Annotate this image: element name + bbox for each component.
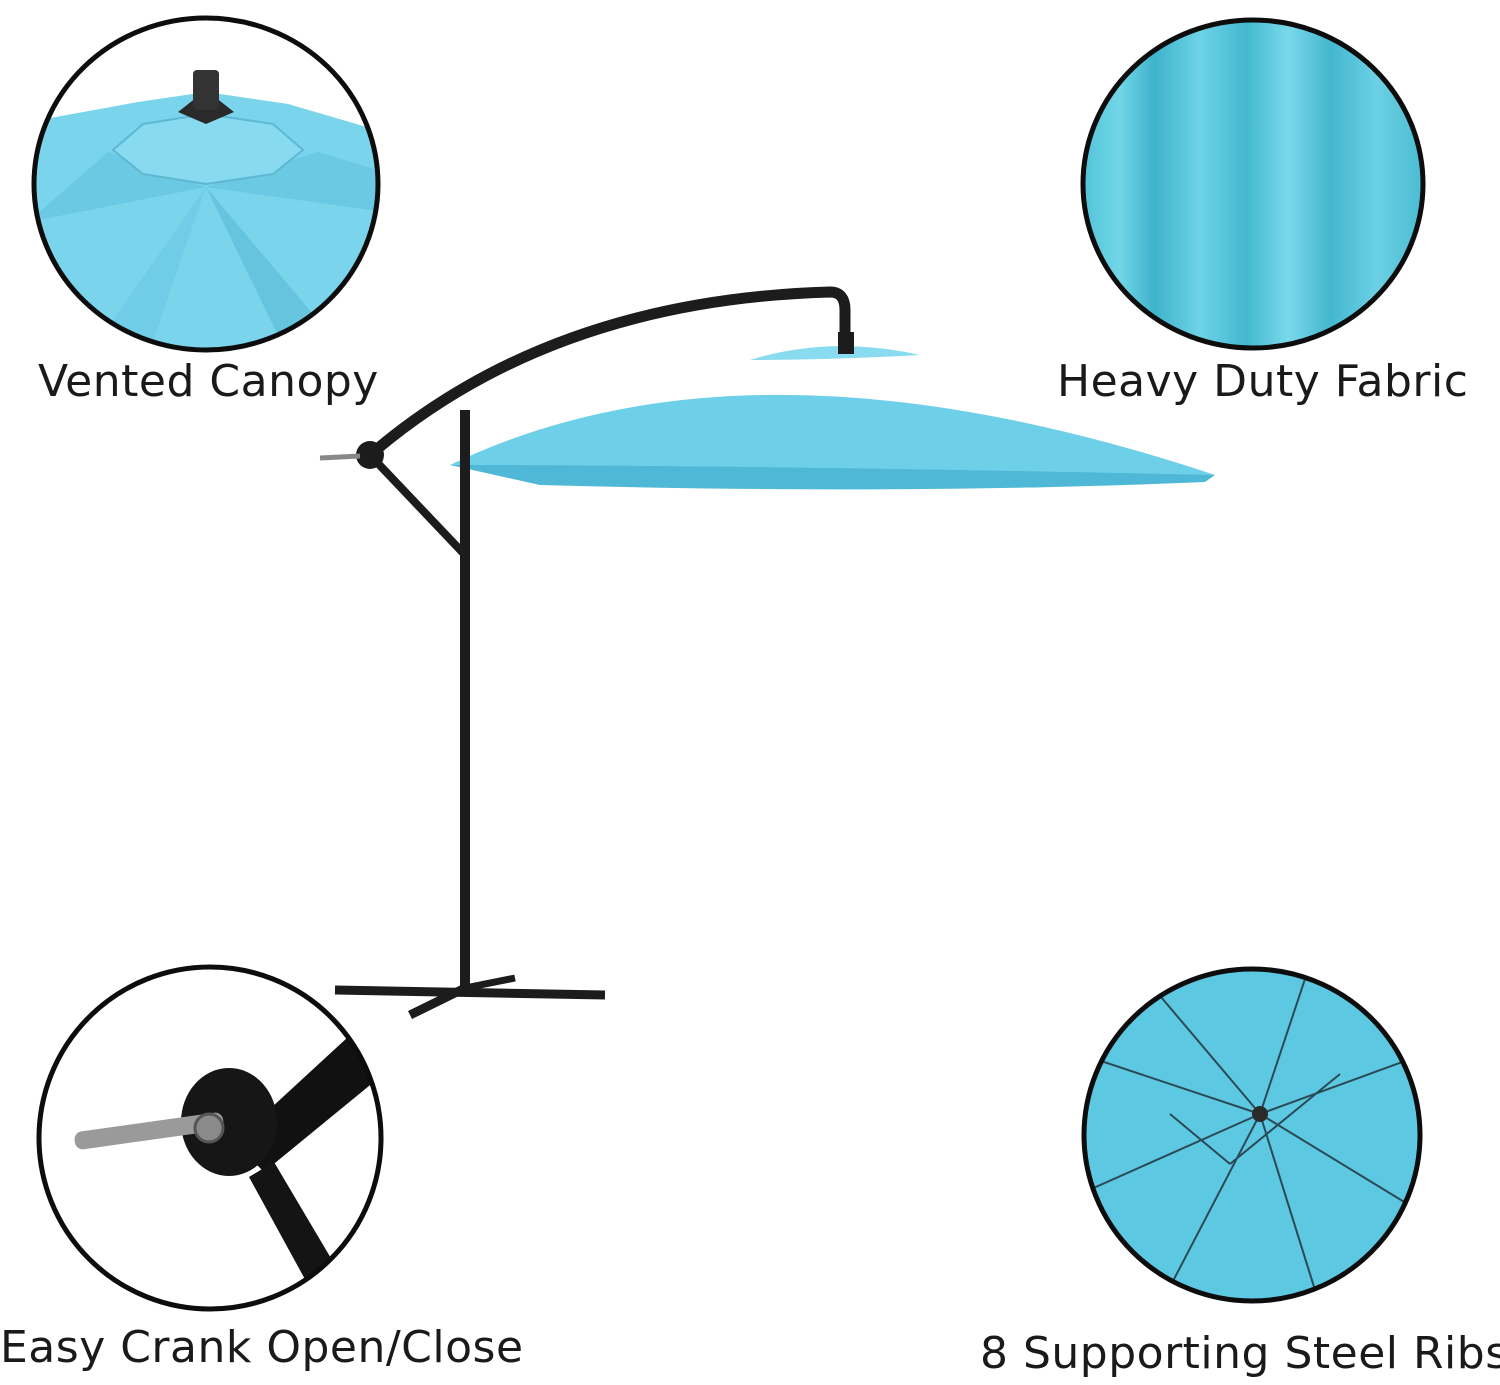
cantilever-umbrella-illustration	[319, 286, 1215, 1020]
steel-ribs-label: 8 Supporting Steel Ribs	[980, 1328, 1500, 1379]
vented-canopy-label: Vented Canopy	[38, 356, 379, 407]
heavy-duty-fabric-closeup	[1080, 17, 1426, 351]
steel-ribs-closeup	[1081, 966, 1423, 1304]
easy-crank-closeup	[36, 964, 384, 1312]
vented-canopy-closeup	[31, 15, 381, 353]
easy-crank-label: Easy Crank Open/Close	[0, 1322, 524, 1373]
heavy-duty-fabric-label: Heavy Duty Fabric	[1057, 356, 1469, 407]
